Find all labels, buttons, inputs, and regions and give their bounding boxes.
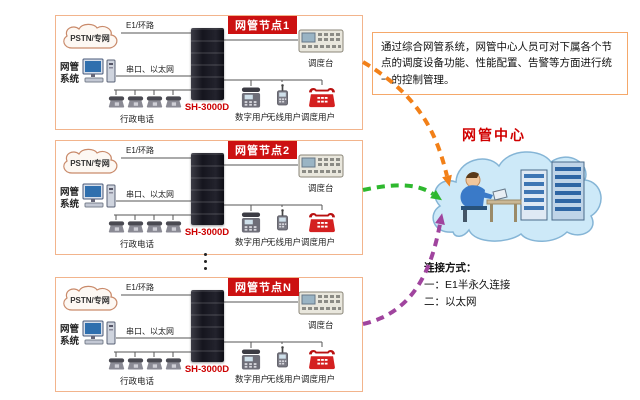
dispatch-console-label: 调度台 <box>308 183 334 193</box>
cabinet-label: SH-3000D <box>184 364 230 375</box>
wireless-user-label: 无线用户 <box>267 112 302 122</box>
phone-icon <box>146 94 163 109</box>
pstn-cloud: PSTN/专网 <box>59 148 121 176</box>
dispatch-console-icon <box>298 290 344 316</box>
admin-phones-label: 行政电话 <box>120 114 155 124</box>
sh3000d-cabinet <box>191 153 224 225</box>
connection-legend: 连接方式： 一：E1半永久连接 二：以太网 <box>424 260 510 310</box>
workstation-icon <box>82 182 116 212</box>
dispatch-console-label: 调度台 <box>308 58 334 68</box>
wireless-user-icon <box>275 207 290 233</box>
node-wiring-lines <box>114 294 323 357</box>
phone-icon <box>127 219 144 234</box>
admin-phones-row <box>108 94 182 109</box>
wireless-user-label: 无线用户 <box>267 237 302 247</box>
admin-phones-label: 行政电话 <box>120 376 155 386</box>
dispatch-console-icon <box>298 153 344 179</box>
wireless-user-icon <box>275 344 290 370</box>
pstn-label: PSTN/专网 <box>70 295 110 305</box>
continuation-dots <box>204 253 207 270</box>
phone-icon <box>165 94 182 109</box>
arrow-node2-to-center <box>362 183 435 196</box>
sh3000d-cabinet <box>191 28 224 100</box>
dispatch-user-icon <box>307 210 337 234</box>
serial-label: 串口、以太网 <box>126 65 174 74</box>
nms-label: 网管系统 <box>60 324 80 347</box>
phone-icon <box>108 219 125 234</box>
node-panel-2: 网管节点2 PSTN/专网 E1/环路 网管系统 串口、以太网 SH-3000D… <box>55 140 363 255</box>
e1-label: E1/环路 <box>126 21 155 30</box>
description-box: 通过综合网管系统，网管中心人员可对下属各个节点的调度设备功能、性能配置、告警等方… <box>372 32 628 95</box>
digital-user-label: 数字用户 <box>235 237 270 247</box>
management-center-cloud <box>432 151 602 242</box>
digital-user-label: 数字用户 <box>235 374 270 384</box>
digital-user-icon <box>241 211 261 234</box>
node-title: 网管节点1 <box>228 16 298 34</box>
node-title: 网管节点2 <box>228 141 298 159</box>
digital-user-label: 数字用户 <box>235 112 270 122</box>
node-wiring-lines <box>114 32 323 95</box>
digital-user-icon <box>241 348 261 371</box>
dispatch-user-icon <box>307 85 337 109</box>
node-panel-1: 网管节点1 PSTN/专网 E1/环路 网管系统 串口、以太网 SH-3000D… <box>55 15 363 130</box>
connection-heading: 连接方式： <box>424 262 477 274</box>
nms-label: 网管系统 <box>60 62 80 85</box>
pstn-label: PSTN/专网 <box>70 158 110 168</box>
workstation-icon <box>82 57 116 87</box>
connection-item-e1: 一：E1半永久连接 <box>424 278 511 291</box>
node-wiring-lines <box>114 157 323 220</box>
cabinet-label: SH-3000D <box>184 227 230 238</box>
dispatch-user-icon <box>307 347 337 371</box>
management-center-title: 网管中心 <box>462 127 526 143</box>
pstn-cloud: PSTN/专网 <box>59 285 121 313</box>
workstation-icon <box>82 319 116 349</box>
connection-item-ethernet: 二：以太网 <box>424 295 477 308</box>
phone-icon <box>127 94 144 109</box>
phone-icon <box>108 94 125 109</box>
dispatch-user-label: 调度用户 <box>301 237 336 247</box>
dispatch-user-label: 调度用户 <box>301 374 336 384</box>
serial-label: 串口、以太网 <box>126 190 174 199</box>
node-panel-n: 网管节点N PSTN/专网 E1/环路 网管系统 串口、以太网 SH-3000D… <box>55 277 363 392</box>
phone-icon <box>146 356 163 371</box>
nms-label: 网管系统 <box>60 187 80 210</box>
serial-label: 串口、以太网 <box>126 327 174 336</box>
wireless-user-label: 无线用户 <box>267 374 302 384</box>
operator-icon <box>460 172 522 222</box>
cabinet-label: SH-3000D <box>184 102 230 113</box>
phone-icon <box>146 219 163 234</box>
sh3000d-cabinet <box>191 290 224 362</box>
phone-icon <box>127 356 144 371</box>
admin-phones-row <box>108 356 182 371</box>
e1-label: E1/环路 <box>126 146 155 155</box>
wireless-user-icon <box>275 82 290 108</box>
phone-icon <box>108 356 125 371</box>
digital-user-icon <box>241 86 261 109</box>
dispatch-user-label: 调度用户 <box>301 112 336 122</box>
admin-phones-row <box>108 219 182 234</box>
admin-phones-label: 行政电话 <box>120 239 155 249</box>
pstn-cloud: PSTN/专网 <box>59 23 121 51</box>
dispatch-console-icon <box>298 28 344 54</box>
pstn-label: PSTN/专网 <box>70 33 110 43</box>
phone-icon <box>165 219 182 234</box>
node-title: 网管节点N <box>228 278 299 296</box>
e1-label: E1/环路 <box>126 283 155 292</box>
phone-icon <box>165 356 182 371</box>
buildings-icon <box>520 161 585 221</box>
dispatch-console-label: 调度台 <box>308 320 334 330</box>
